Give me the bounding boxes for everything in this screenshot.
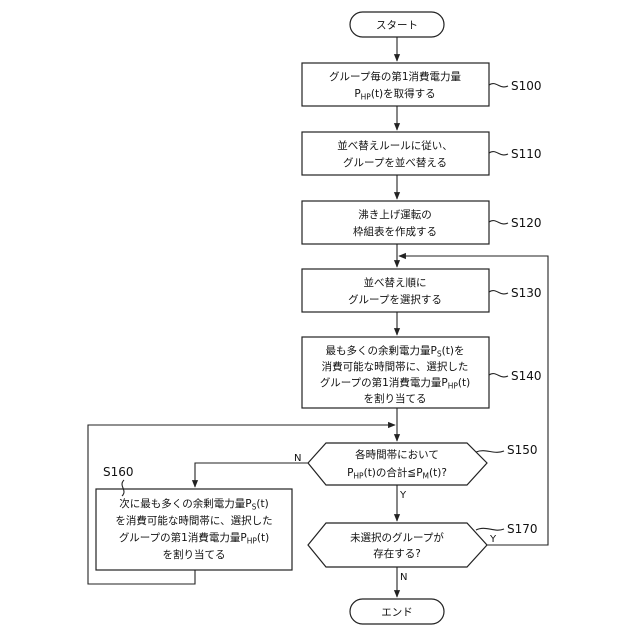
step-s110: 並べ替えルールに従い、 グループを並べ替える [302,132,489,175]
s130-leader [489,291,508,294]
s110-line1: 並べ替えルールに従い、 [337,139,453,152]
s150-line1: 各時間帯において [355,448,439,461]
s140-line3: グループの第1消費電力量PHP(t) [320,376,470,391]
end-label: エンド [381,607,413,619]
s110-line2: グループを並べ替える [343,156,447,169]
s160-line2: を消費可能な時間帯に、選択した [115,514,272,527]
s100-line1: グループ毎の第1消費電力量 [329,70,462,83]
s130-step-label: S130 [511,286,542,300]
s120-line1: 沸き上げ運転の [358,208,432,221]
s160-line4: を割り当てる [163,548,226,561]
step-s120: 沸き上げ運転の 枠組表を作成する [302,201,489,244]
end-terminal: エンド [350,599,444,624]
s170-yes-label: Y [489,534,497,545]
s140-line4: を割り当てる [364,392,427,405]
step-s160: 次に最も多くの余剰電力量PS(t) を消費可能な時間帯に、選択した グループの第… [96,489,292,570]
s100-leader [489,84,508,87]
s170-line1: 未選択のグループが [350,531,444,544]
decision-s150: 各時間帯において PHP(t)の合計≦PM(t)? [308,443,487,485]
s120-step-label: S120 [511,216,542,230]
s170-step-label: S170 [507,522,538,536]
s110-leader [489,152,508,155]
decision-s170: 未選択のグループが 存在する? [308,523,487,567]
step-s130: 並べ替え順に グループを選択する [302,269,489,312]
s160-line1: 次に最も多くの余剰電力量PS(t) [119,497,268,512]
s170-line2: 存在する? [373,547,421,560]
s110-step-label: S110 [511,147,542,161]
step-s140: 最も多くの余剰電力量PS(t)を 消費可能な時間帯に、選択した グループの第1消… [302,337,489,408]
s150-leader [476,451,504,453]
step-s100: グループ毎の第1消費電力量 PHP(t)を取得する [302,63,489,106]
arrow-s150-no-to-s160 [195,463,308,487]
start-label: スタート [376,20,418,32]
s120-leader [489,221,508,224]
s150-step-label: S150 [507,443,538,457]
start-terminal: スタート [350,12,444,37]
s120-line2: 枠組表を作成する [353,225,437,238]
s150-yes-label: Y [399,490,407,501]
s130-line2: グループを選択する [348,293,442,306]
s140-step-label: S140 [511,369,542,383]
s100-step-label: S100 [511,79,542,93]
s140-line2: 消費可能な時間帯に、選択した [322,360,469,373]
s170-leader [476,528,504,530]
s160-step-label: S160 [103,465,134,479]
s170-no-label: N [400,572,407,583]
s170-diamond [308,523,487,567]
s130-line1: 並べ替え順に [364,276,427,289]
s140-line1: 最も多くの余剰電力量PS(t)を [326,344,465,359]
s160-line3: グループの第1消費電力量PHP(t) [119,531,269,546]
s150-no-label: N [294,453,301,464]
s140-leader [489,374,508,377]
